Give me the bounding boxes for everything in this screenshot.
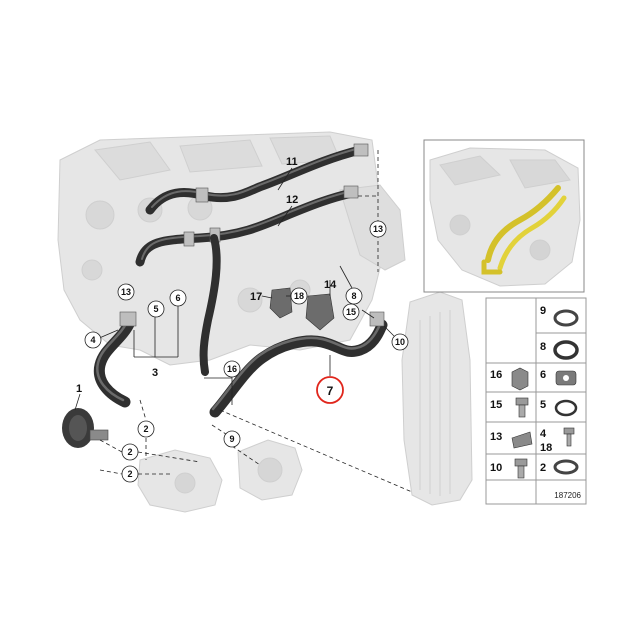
hose-11[interactable] <box>145 143 369 215</box>
callout-15: 15 <box>342 303 360 321</box>
svg-text:6: 6 <box>175 293 180 303</box>
svg-text:13: 13 <box>373 224 383 234</box>
svg-text:10: 10 <box>490 462 502 474</box>
svg-text:16: 16 <box>490 369 502 381</box>
highlighted-hoses-inset <box>481 185 567 275</box>
callout-12: 12 <box>286 194 298 206</box>
callout-16: 16 <box>223 360 241 378</box>
svg-text:15: 15 <box>346 307 356 317</box>
svg-text:5: 5 <box>153 304 158 314</box>
callout-17: 17 <box>250 291 262 303</box>
svg-text:8: 8 <box>540 341 546 353</box>
callout-2-c: 2 <box>121 465 139 483</box>
catalog-item-8[interactable]: 8 <box>540 340 579 360</box>
hose-7[interactable] <box>209 311 388 418</box>
o-ring-icon <box>553 340 579 360</box>
bracket-clip-icon <box>511 431 533 449</box>
callout-2-a: 2 <box>137 420 155 438</box>
callout-4: 4 <box>84 331 102 349</box>
callouts-plain: 11 12 14 17 3 1 <box>76 156 337 395</box>
catalog-item-2[interactable]: 2 <box>540 459 579 475</box>
svg-text:6: 6 <box>540 369 546 381</box>
svg-text:5: 5 <box>540 399 546 411</box>
diagram-number: 187206 <box>554 491 581 500</box>
callout-14: 14 <box>324 279 337 291</box>
callout-9: 9 <box>223 430 241 448</box>
hose-clip-icon <box>511 367 529 391</box>
catalog-item-16[interactable]: 16 <box>490 367 529 391</box>
hose-clamp-icon <box>553 309 579 327</box>
callout-5: 5 <box>147 300 165 318</box>
svg-text:2: 2 <box>127 447 132 457</box>
engine-inset <box>423 139 585 293</box>
catalog-item-13[interactable]: 13 <box>490 431 533 449</box>
callout-8: 8 <box>345 287 363 305</box>
thermostat-part-1[interactable] <box>62 408 109 448</box>
callout-11: 11 <box>286 156 298 168</box>
catalog-item-10[interactable]: 10 <box>490 458 528 479</box>
callout-10: 10 <box>391 333 409 351</box>
hose-12[interactable] <box>135 185 359 376</box>
spring-clamp-icon <box>553 459 579 475</box>
svg-text:2: 2 <box>127 469 132 479</box>
callouts-circled: 13 13 18 8 15 10 5 6 4 16 7 2 2 2 9 <box>84 220 409 483</box>
svg-text:7: 7 <box>327 384 334 398</box>
bracket-17[interactable] <box>269 287 293 319</box>
svg-text:2: 2 <box>540 462 546 474</box>
svg-text:8: 8 <box>351 291 356 301</box>
catalog-item-5[interactable]: 5 <box>540 399 578 417</box>
svg-text:15: 15 <box>490 399 502 411</box>
svg-text:9: 9 <box>540 305 546 317</box>
svg-text:4: 4 <box>540 428 547 440</box>
svg-text:13: 13 <box>490 431 502 443</box>
catalog-item-9[interactable]: 9 <box>540 305 579 327</box>
parts-catalog-panel: 9 8 16 6 15 5 13 <box>485 297 587 505</box>
svg-text:18: 18 <box>294 291 304 301</box>
callout-7-highlighted[interactable]: 7 <box>316 376 344 404</box>
svg-text:16: 16 <box>227 364 237 374</box>
hose-4[interactable] <box>93 311 137 408</box>
svg-text:13: 13 <box>121 287 131 297</box>
catalog-item-4-18[interactable]: 4 18 <box>540 427 575 454</box>
leader-lines <box>74 150 413 493</box>
bolt-small-icon <box>563 427 575 435</box>
sealing-ring-icon <box>554 399 578 417</box>
callout-18: 18 <box>290 287 308 305</box>
catalog-item-6[interactable]: 6 <box>540 369 577 386</box>
catalog-item-15[interactable]: 15 <box>490 397 529 418</box>
svg-text:10: 10 <box>395 337 405 347</box>
callout-6: 6 <box>169 289 187 307</box>
callout-2-b: 2 <box>121 443 139 461</box>
svg-text:18: 18 <box>540 442 552 454</box>
callout-13-upper: 13 <box>369 220 387 238</box>
collar-bolt-icon <box>515 397 529 406</box>
svg-text:2: 2 <box>143 424 148 434</box>
svg-text:4: 4 <box>90 335 95 345</box>
callout-13-lower: 13 <box>117 283 135 301</box>
engine-block-illustration <box>57 131 406 366</box>
water-pump-illustration <box>137 439 303 513</box>
callout-1: 1 <box>76 383 82 395</box>
callout-3: 3 <box>152 367 158 379</box>
bracket-14[interactable] <box>305 293 335 331</box>
svg-text:9: 9 <box>229 434 234 444</box>
radiator-illustration <box>401 291 473 506</box>
hex-bolt-icon <box>514 458 528 467</box>
